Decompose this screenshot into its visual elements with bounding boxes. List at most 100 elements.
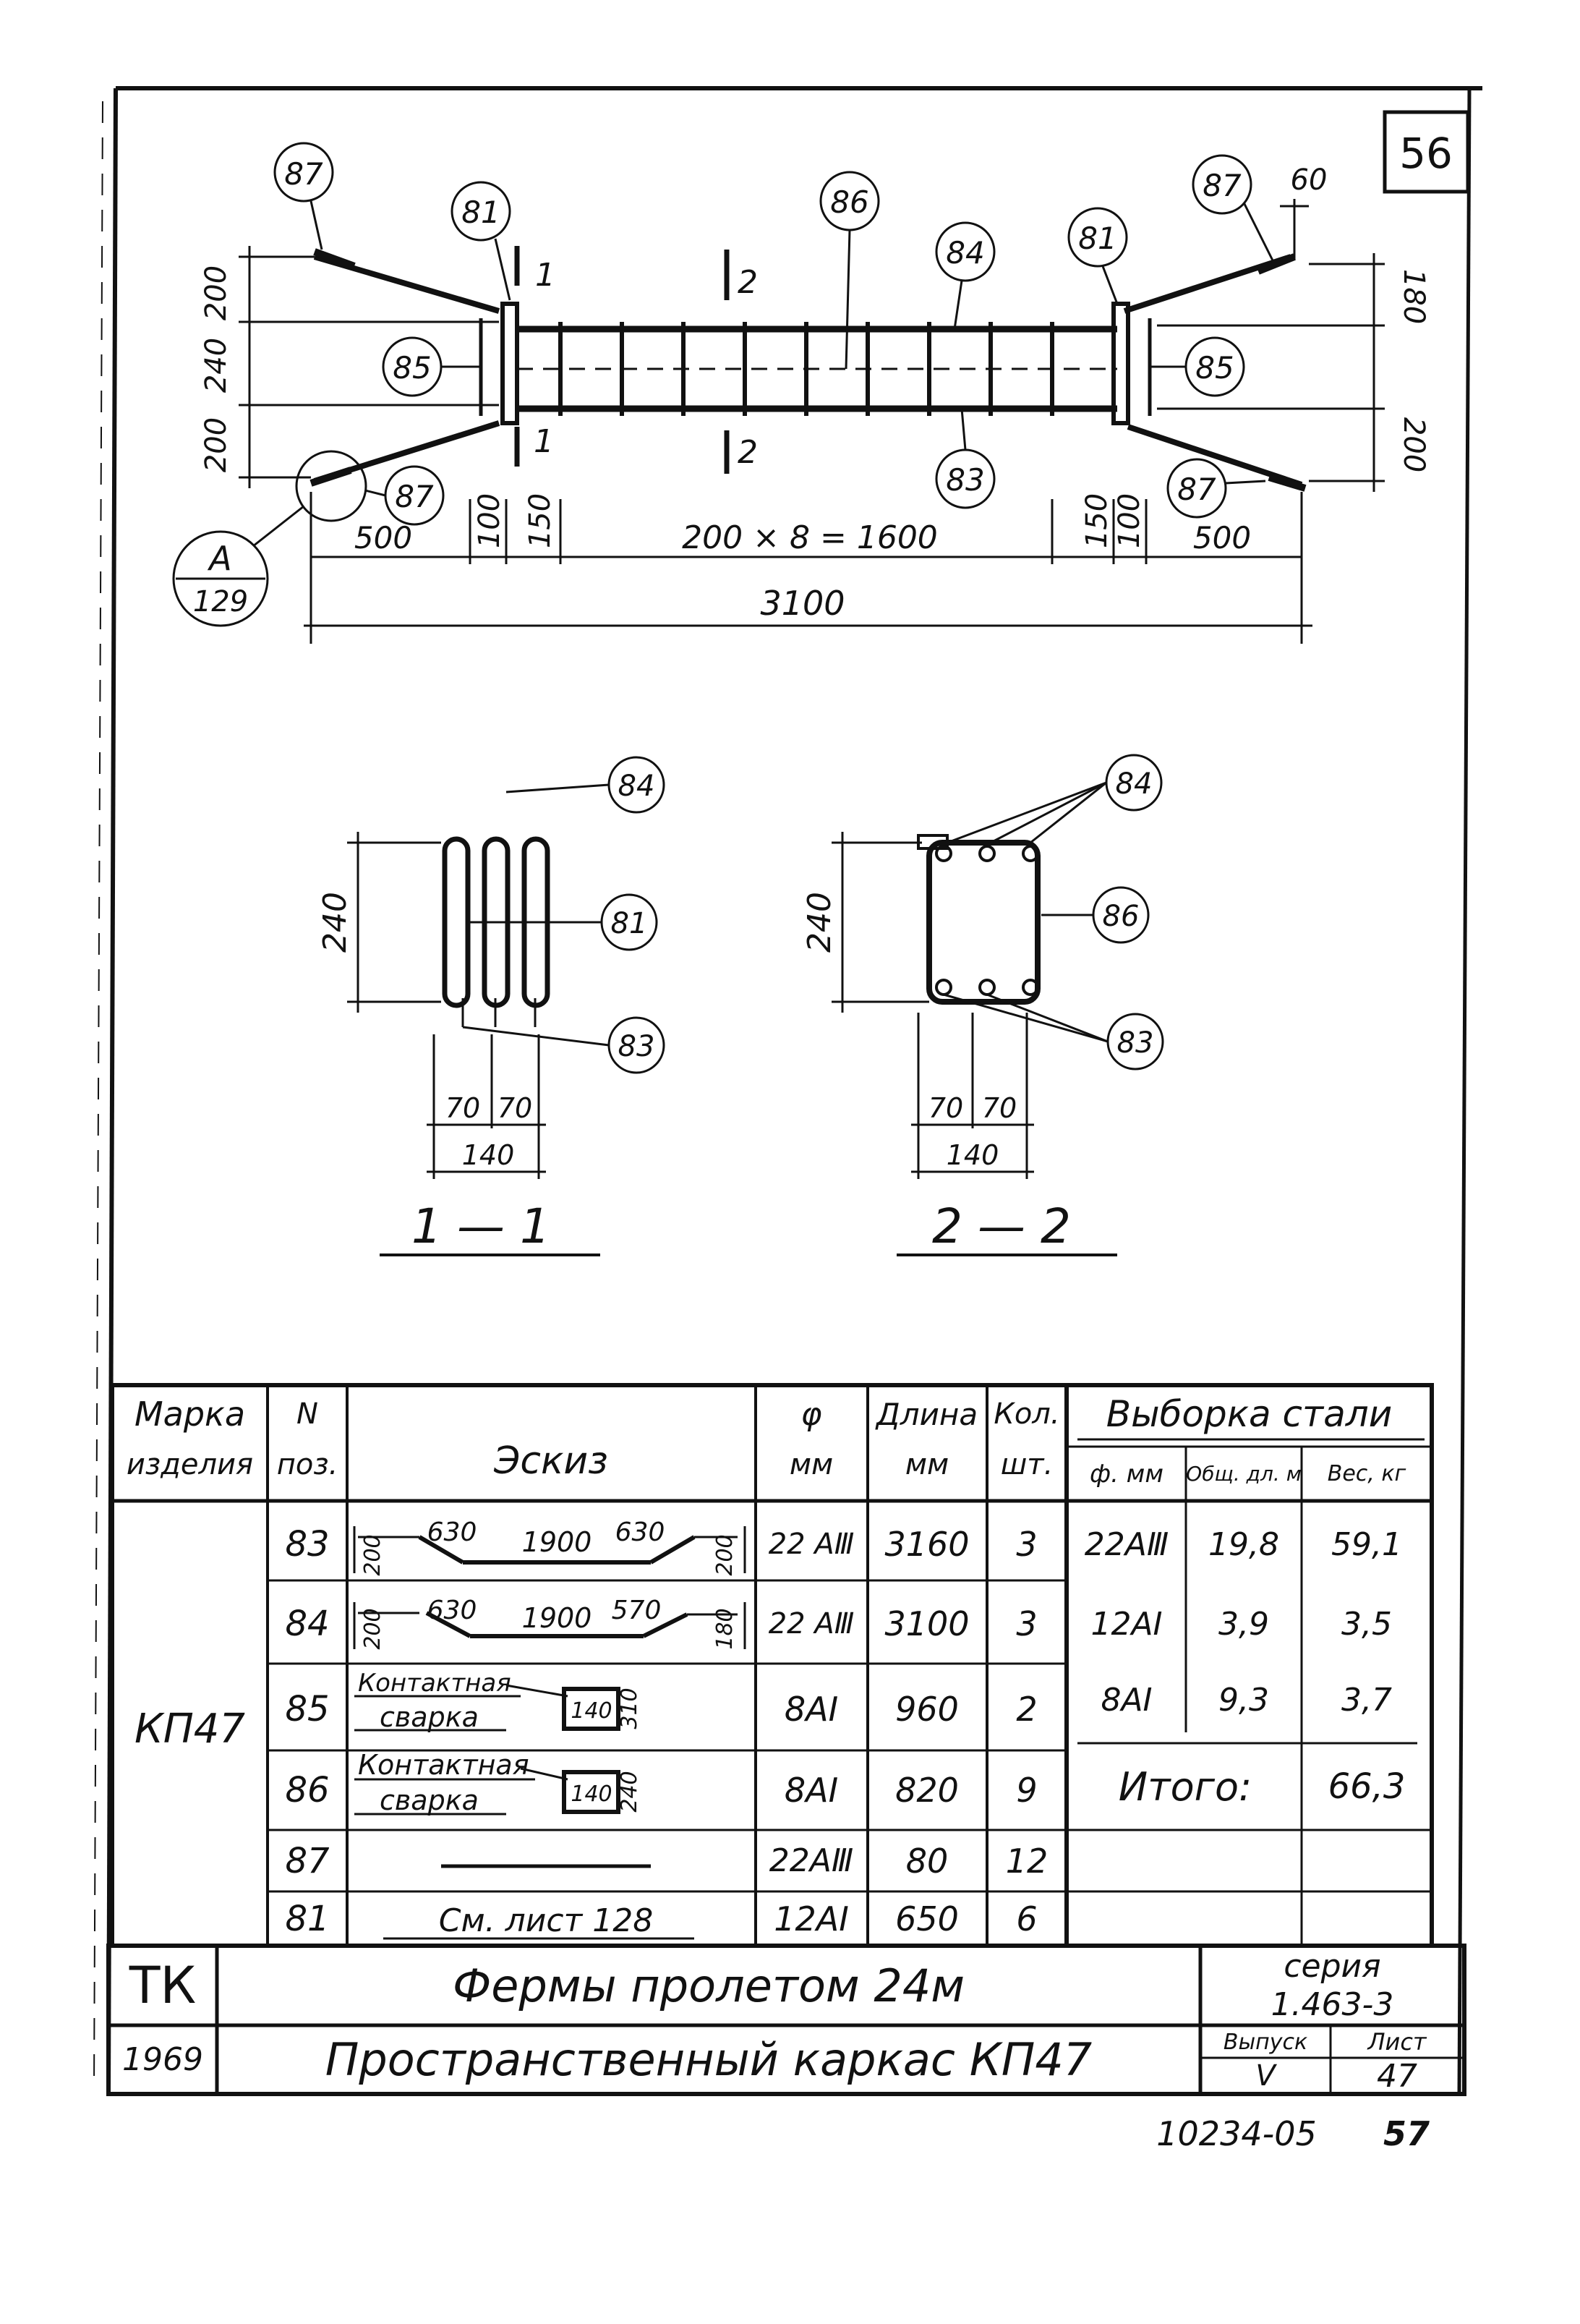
page-number: 57 <box>1383 2114 1430 2153</box>
sk84-b: 570 <box>612 1596 662 1625</box>
th-mark-2: изделия <box>126 1448 254 1481</box>
s11-title: 1 — 1 <box>411 1199 550 1254</box>
row-85-pos: 85 <box>285 1688 330 1729</box>
section-2-2-drawing <box>832 754 1164 1256</box>
row-84-qty: 3 <box>1016 1604 1038 1643</box>
th-qty-2: шт. <box>1000 1448 1054 1481</box>
th-steel-dia: ф. мм <box>1090 1459 1163 1489</box>
th-pos-2: поз. <box>276 1448 338 1481</box>
s11-dim-b: 70 <box>498 1092 532 1124</box>
steel-row3-len: 9,3 <box>1218 1681 1269 1719</box>
callout-83: 83 <box>946 462 984 498</box>
sk83-a: 630 <box>427 1518 477 1547</box>
s22-callout-top: 84 <box>1116 767 1153 801</box>
sk86-line2: сварка <box>380 1784 479 1816</box>
th-pos-1: N <box>296 1397 318 1431</box>
row-84-pos: 84 <box>285 1604 330 1644</box>
row-84-dia: 22 AⅢ <box>768 1607 855 1640</box>
row-87-pos: 87 <box>285 1840 330 1881</box>
row-83-qty: 3 <box>1016 1525 1038 1564</box>
steel-row1-len: 19,8 <box>1208 1525 1279 1563</box>
s11-callout-mid: 81 <box>611 907 648 940</box>
s11-dim-height: 240 <box>317 892 354 953</box>
s11-callout-bottom: 83 <box>618 1030 655 1063</box>
section-mark-2-top: 2 <box>738 264 758 301</box>
dim-bottom-middle: 200 × 8 = 1600 <box>682 519 938 556</box>
th-steel-wt: Вес, кг <box>1327 1461 1406 1486</box>
dim-left-top: 200 <box>200 265 233 320</box>
total-value: 66,3 <box>1328 1766 1406 1807</box>
drawing-subtitle: Пространственный каркас КП47 <box>325 2033 1093 2086</box>
steel-row3-wt: 3,7 <box>1341 1681 1392 1719</box>
callout-81-right: 81 <box>1078 221 1116 256</box>
sk84-mid: 1900 <box>522 1602 592 1634</box>
row-85-len: 960 <box>895 1689 959 1729</box>
dim-right-bottom: 200 <box>1397 417 1430 472</box>
th-qty-1: Кол. <box>994 1397 1060 1431</box>
dim-right-top: 180 <box>1397 269 1430 324</box>
org-label: ТК <box>129 1956 197 2015</box>
dim-bottom-100-right: 100 <box>1113 493 1146 548</box>
row-81-dia: 12AI <box>774 1899 849 1938</box>
row-84-len: 3100 <box>884 1604 970 1643</box>
row-81-pos: 81 <box>285 1899 330 1939</box>
callout-87-top-left: 87 <box>284 156 323 192</box>
row-87-qty: 12 <box>1005 1841 1049 1881</box>
sheet-value: 47 <box>1377 2057 1417 2095</box>
sheet-label: Лист <box>1367 2028 1427 2056</box>
th-len-1: Длина <box>876 1396 978 1432</box>
sk83-r: 200 <box>712 1534 738 1575</box>
th-len-2: мм <box>905 1448 949 1481</box>
frame-elevation <box>309 246 1307 492</box>
s11-dim-a: 70 <box>445 1092 480 1124</box>
sketch-drawings <box>353 1438 1425 1940</box>
row-83-len: 3160 <box>884 1525 970 1564</box>
mark-value: КП47 <box>134 1705 246 1753</box>
callout-87-bottom-left: 87 <box>395 479 434 514</box>
th-dia-1: φ <box>800 1395 822 1433</box>
row-85-dia: 8AI <box>784 1689 839 1729</box>
detail-ref-letter: А <box>207 539 231 578</box>
steel-row3-dia: 8AI <box>1101 1681 1153 1719</box>
s22-callout-bottom: 83 <box>1117 1026 1154 1060</box>
sk83-l: 200 <box>360 1534 385 1575</box>
sk86-w: 140 <box>571 1782 612 1807</box>
steel-row2-len: 3,9 <box>1218 1605 1269 1643</box>
dim-right-top-small: 60 <box>1291 163 1328 197</box>
row-86-dia: 8AI <box>784 1771 839 1810</box>
archive-number: 10234-05 <box>1156 2114 1317 2153</box>
row-83-pos: 83 <box>285 1524 330 1565</box>
detail-ref-sheet: 129 <box>193 585 248 618</box>
dim-bottom-100-left: 100 <box>473 493 506 548</box>
th-mark-1: Марка <box>134 1395 246 1434</box>
row-83-dia: 22 AⅢ <box>768 1528 855 1561</box>
callout-86: 86 <box>830 184 868 220</box>
s11-callout-top: 84 <box>618 770 655 803</box>
th-dia-2: мм <box>789 1448 834 1481</box>
steel-row1-dia: 22AⅢ <box>1084 1525 1169 1563</box>
dim-overall: 3100 <box>760 584 845 623</box>
sk85-line2: сварка <box>380 1701 479 1733</box>
section-mark-1-top: 1 <box>535 257 555 294</box>
th-steel-len: Общ. дл. м <box>1186 1462 1302 1486</box>
sk86-line1: Контактная <box>358 1749 529 1781</box>
sk84-a: 630 <box>427 1596 477 1625</box>
corner-number-box: 56 <box>1383 110 1470 194</box>
dim-bottom-150-left: 150 <box>524 493 557 548</box>
dim-bottom-500-left: 500 <box>354 520 412 556</box>
s22-dim-total: 140 <box>947 1139 999 1171</box>
sk85-line1: Контактная <box>358 1669 511 1698</box>
section-1-1-drawing <box>347 756 665 1256</box>
title-block-grid <box>106 1944 1466 2096</box>
row-81-len: 650 <box>895 1899 959 1938</box>
elevation-dimension-lines <box>239 199 1385 644</box>
dim-bottom-150-right: 150 <box>1080 493 1114 548</box>
s22-dim-b: 70 <box>982 1092 1017 1124</box>
total-label: Итого: <box>1118 1763 1252 1810</box>
dim-bottom-500-right: 500 <box>1193 520 1251 556</box>
dim-left-bottom: 200 <box>200 417 233 472</box>
sk84-r: 180 <box>712 1608 738 1649</box>
series-value: 1.463-3 <box>1271 1985 1394 2023</box>
